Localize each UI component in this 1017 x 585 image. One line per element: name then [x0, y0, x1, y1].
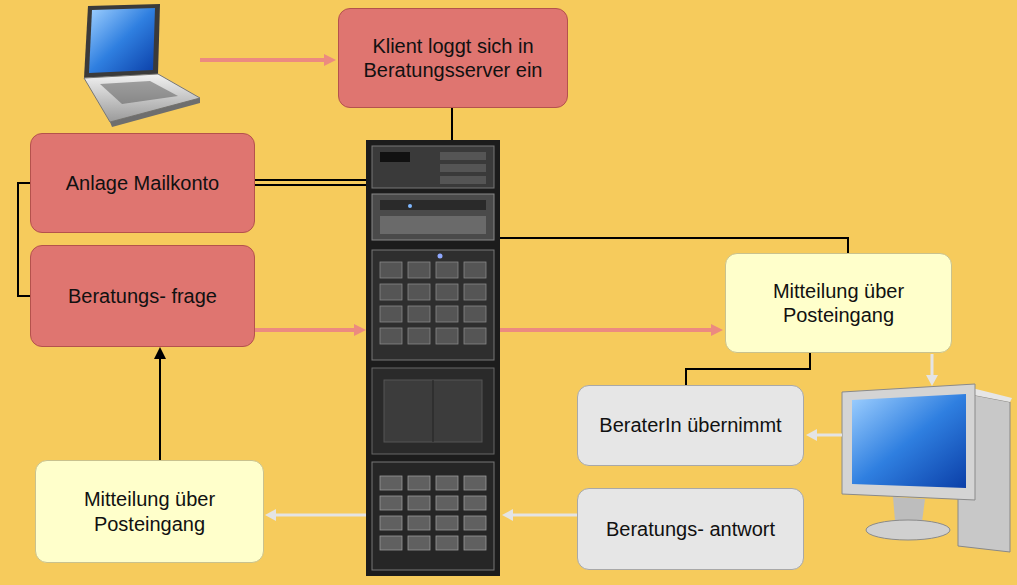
text-group: Klient loggt sich in Beratungsserver ein — [349, 34, 557, 83]
connector — [18, 183, 30, 296]
text-group: Mitteilung über Posteingang — [46, 487, 253, 536]
answer-box: Beratungs- antwort — [577, 488, 804, 570]
node-label: Klient loggt sich in Beratungsserver ein — [349, 34, 557, 83]
flow-arrow — [816, 434, 842, 437]
counsellor-box: BeraterIn übernimmt — [577, 385, 804, 466]
connector-line — [686, 353, 810, 385]
text-group: Beratungs- frage — [68, 284, 217, 308]
connector — [686, 353, 810, 385]
connector — [154, 347, 166, 460]
arrow-head — [711, 324, 723, 336]
connector-line — [159, 357, 161, 460]
flow-arrow — [931, 354, 934, 376]
notice-box: Mitteilung über Posteingang — [35, 460, 264, 563]
computer-icon — [842, 384, 1012, 552]
text-group: Anlage Mailkonto — [66, 171, 219, 195]
node-label: Beratungs- antwort — [606, 517, 775, 541]
node-label: BeraterIn übernimmt — [599, 413, 781, 437]
arrow-head — [354, 324, 366, 336]
node-label: Beratungs- frage — [68, 284, 217, 308]
notice-box: Mitteilung über Posteingang — [725, 253, 952, 353]
node-label: Mitteilung über Posteingang — [736, 279, 941, 328]
connector-line — [18, 183, 30, 296]
login-box: Klient loggt sich in Beratungsserver ein — [338, 8, 568, 108]
node-label: Mitteilung über Posteingang — [46, 487, 253, 536]
arrow-head — [265, 509, 276, 521]
flow-arrow — [500, 328, 712, 332]
flow-arrow — [200, 58, 326, 62]
text-group: BeraterIn übernimmt — [599, 413, 781, 437]
server-link — [255, 184, 366, 186]
node-label: Anlage Mailkonto — [66, 171, 219, 195]
arrow-head — [926, 375, 938, 386]
text-group: Mitteilung über Posteingang — [736, 279, 941, 328]
server-rack — [366, 140, 500, 576]
arrow-head — [502, 509, 513, 521]
arrow-head — [154, 347, 166, 359]
server-links — [255, 108, 848, 253]
flow-arrow — [255, 328, 356, 332]
account-box: Anlage Mailkonto — [30, 133, 255, 233]
server-link — [451, 108, 453, 140]
flow-arrow — [512, 514, 577, 517]
flow-arrow — [276, 514, 366, 517]
text-group: Beratungs- antwort — [606, 517, 775, 541]
server-link — [255, 179, 366, 181]
server-link — [500, 238, 848, 253]
laptop-icon — [84, 4, 200, 127]
question-box: Beratungs- frage — [30, 245, 255, 347]
arrow-head — [324, 54, 336, 66]
arrow-head — [806, 429, 817, 441]
